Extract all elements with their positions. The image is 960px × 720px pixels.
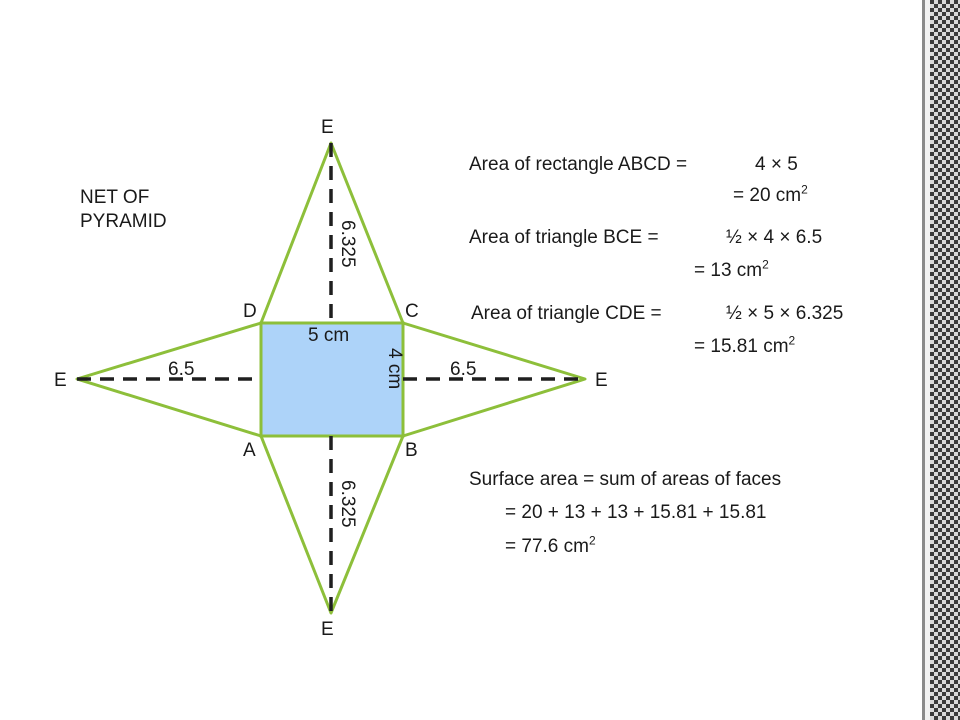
cde-area-result-text: = 15.81 cm [694, 336, 789, 357]
bce-area-result: = 13 cm2 [694, 257, 769, 281]
bce-area-result-text: = 13 cm [694, 260, 763, 281]
bce-area-unit-power: 2 [762, 257, 769, 272]
cde-area-result: = 15.81 cm2 [694, 333, 796, 357]
vertex-label-e-right: E [595, 370, 608, 391]
surface-area-result-text: = 77.6 cm [505, 536, 589, 557]
rect-area-unit-power: 2 [801, 182, 808, 197]
rect-area-result-text: = 20 cm [733, 185, 802, 206]
measure-top-slant: 6.325 [337, 220, 358, 268]
decorative-right-border [922, 0, 960, 720]
rect-area-label: Area of rectangle ABCD = [469, 154, 688, 175]
surface-area-sum: = 20 + 13 + 13 + 15.81 + 15.81 [505, 502, 767, 523]
measure-bottom-slant: 6.325 [337, 480, 358, 528]
cde-area-expression: ½ × 5 × 6.325 [726, 303, 844, 324]
diagram-title: NET OF PYRAMID [80, 186, 167, 234]
rect-area-result: = 20 cm2 [733, 182, 808, 206]
vertex-label-d: D [243, 301, 257, 322]
measure-height: 4 cm [384, 348, 405, 390]
bce-area-expression: ½ × 4 × 6.5 [726, 227, 823, 248]
rect-area-expression: 4 × 5 [755, 154, 798, 175]
vertex-label-e-top: E [321, 117, 334, 138]
measure-left-slant: 6.5 [168, 359, 195, 380]
surface-area-label: Surface area = sum of areas of faces [469, 469, 782, 490]
surface-area-result: = 77.6 cm2 [505, 533, 596, 557]
vertex-label-e-bottom: E [321, 619, 334, 640]
vertex-label-c: C [405, 301, 419, 322]
title-line-2: PYRAMID [80, 211, 167, 233]
vertex-label-a: A [243, 440, 256, 461]
surface-area-unit-power: 2 [588, 533, 596, 548]
bce-area-label: Area of triangle BCE = [469, 227, 659, 248]
title-line-1: NET OF [80, 187, 150, 208]
cde-area-unit-power: 2 [788, 333, 796, 348]
measure-width: 5 cm [308, 325, 350, 346]
cde-area-label: Area of triangle CDE = [471, 303, 662, 324]
base-rectangle-abcd [259, 321, 405, 438]
measure-right-slant: 6.5 [450, 359, 477, 380]
vertex-label-b: B [405, 440, 418, 461]
vertex-label-e-left: E [54, 370, 67, 391]
